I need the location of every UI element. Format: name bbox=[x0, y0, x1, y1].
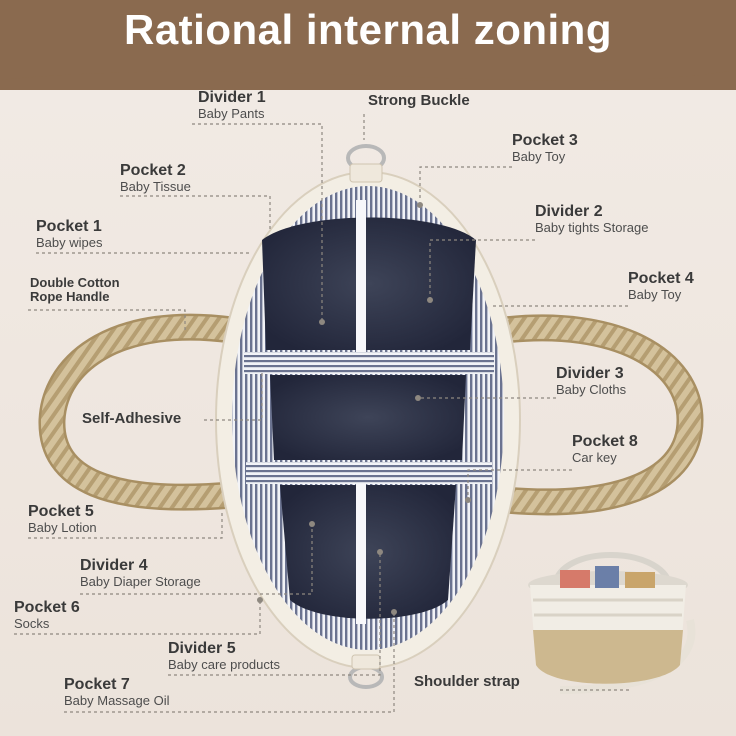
callout-desc: Socks bbox=[14, 615, 50, 631]
callout-name: Divider 1 bbox=[198, 89, 266, 106]
callout-name: Pocket 7 bbox=[64, 676, 130, 693]
callout-name: Divider 4 bbox=[80, 557, 148, 574]
compartment-top bbox=[262, 217, 476, 350]
callout-desc: Baby Tissue bbox=[120, 178, 191, 194]
callout-name: Strong Buckle bbox=[368, 92, 470, 109]
callout-pocket-6: Pocket 6 Socks bbox=[14, 599, 80, 631]
callout-desc: Baby Pants bbox=[198, 105, 265, 121]
compartment-bottom bbox=[280, 485, 456, 619]
callout-desc: Baby care products bbox=[168, 656, 281, 672]
bottom-buckle bbox=[348, 654, 384, 689]
callout-desc: Baby Toy bbox=[512, 148, 566, 164]
top-buckle bbox=[346, 144, 386, 183]
callout-name: Double Cotton bbox=[30, 275, 120, 290]
banner-wave bbox=[0, 40, 736, 81]
callout-name: Shoulder strap bbox=[414, 673, 520, 690]
callout-pocket-5: Pocket 5 Baby Lotion bbox=[28, 503, 97, 535]
callout-desc: Baby Toy bbox=[628, 286, 682, 302]
callout-self-adhesive: Self-Adhesive bbox=[82, 411, 181, 427]
callout-name: Pocket 3 bbox=[512, 132, 578, 149]
callout-divider-1: Divider 1 Baby Pants bbox=[198, 89, 266, 121]
callout-desc: Baby tights Storage bbox=[535, 219, 649, 235]
divider-vertical-bottom bbox=[356, 484, 366, 624]
callout-rope-handle: Double Cotton Rope Handle bbox=[30, 276, 120, 303]
rope-handle-left bbox=[38, 313, 234, 511]
callout-name: Pocket 5 bbox=[28, 503, 94, 520]
page-title: Rational internal zoning bbox=[123, 6, 612, 53]
callout-name: Divider 3 bbox=[556, 365, 624, 382]
callout-name: Divider 2 bbox=[535, 203, 603, 220]
callout-name: Divider 5 bbox=[168, 640, 236, 657]
callout-pocket-3: Pocket 3 Baby Toy bbox=[512, 132, 578, 164]
callout-name: Pocket 2 bbox=[120, 162, 186, 179]
callout-desc: Baby Massage Oil bbox=[64, 692, 170, 708]
callout-pocket-4: Pocket 4 Baby Toy bbox=[628, 270, 694, 302]
callout-name: Pocket 1 bbox=[36, 218, 102, 235]
callout-desc: Car key bbox=[572, 449, 617, 465]
caddy-thumbnail bbox=[528, 552, 696, 694]
callout-pocket-7: Pocket 7 Baby Massage Oil bbox=[64, 676, 170, 708]
callout-divider-4: Divider 4 Baby Diaper Storage bbox=[80, 557, 201, 589]
callout-shoulder-strap: Shoulder strap bbox=[414, 674, 520, 690]
callout-desc: Baby Lotion bbox=[28, 519, 97, 535]
callout-desc: Baby wipes bbox=[36, 234, 103, 250]
callout-divider-3: Divider 3 Baby Cloths bbox=[556, 365, 627, 397]
callout-divider-5: Divider 5 Baby care products bbox=[168, 640, 281, 672]
callout-pocket-2: Pocket 2 Baby Tissue bbox=[120, 162, 191, 194]
divider-horizontal-upper bbox=[244, 352, 494, 374]
callout-divider-2: Divider 2 Baby tights Storage bbox=[535, 203, 649, 235]
divider-vertical-top bbox=[356, 200, 366, 352]
divider-horizontal-lower bbox=[246, 462, 492, 484]
callout-name: Self-Adhesive bbox=[82, 410, 182, 427]
callout-name: Pocket 4 bbox=[628, 270, 694, 287]
rope-handle-right bbox=[503, 314, 704, 516]
callout-strong-buckle: Strong Buckle bbox=[368, 93, 470, 109]
callout-pocket-8: Pocket 8 Car key bbox=[572, 433, 638, 465]
callout-name: Pocket 6 bbox=[14, 599, 80, 616]
compartment-middle bbox=[270, 375, 466, 460]
callout-name: Pocket 8 bbox=[572, 433, 638, 450]
leader-lines bbox=[14, 114, 630, 713]
callout-desc: Rope Handle bbox=[30, 288, 110, 304]
leader-dots bbox=[257, 202, 471, 615]
callout-pocket-1: Pocket 1 Baby wipes bbox=[36, 218, 103, 250]
callout-desc: Baby Diaper Storage bbox=[80, 573, 201, 589]
callout-desc: Baby Cloths bbox=[556, 381, 627, 397]
